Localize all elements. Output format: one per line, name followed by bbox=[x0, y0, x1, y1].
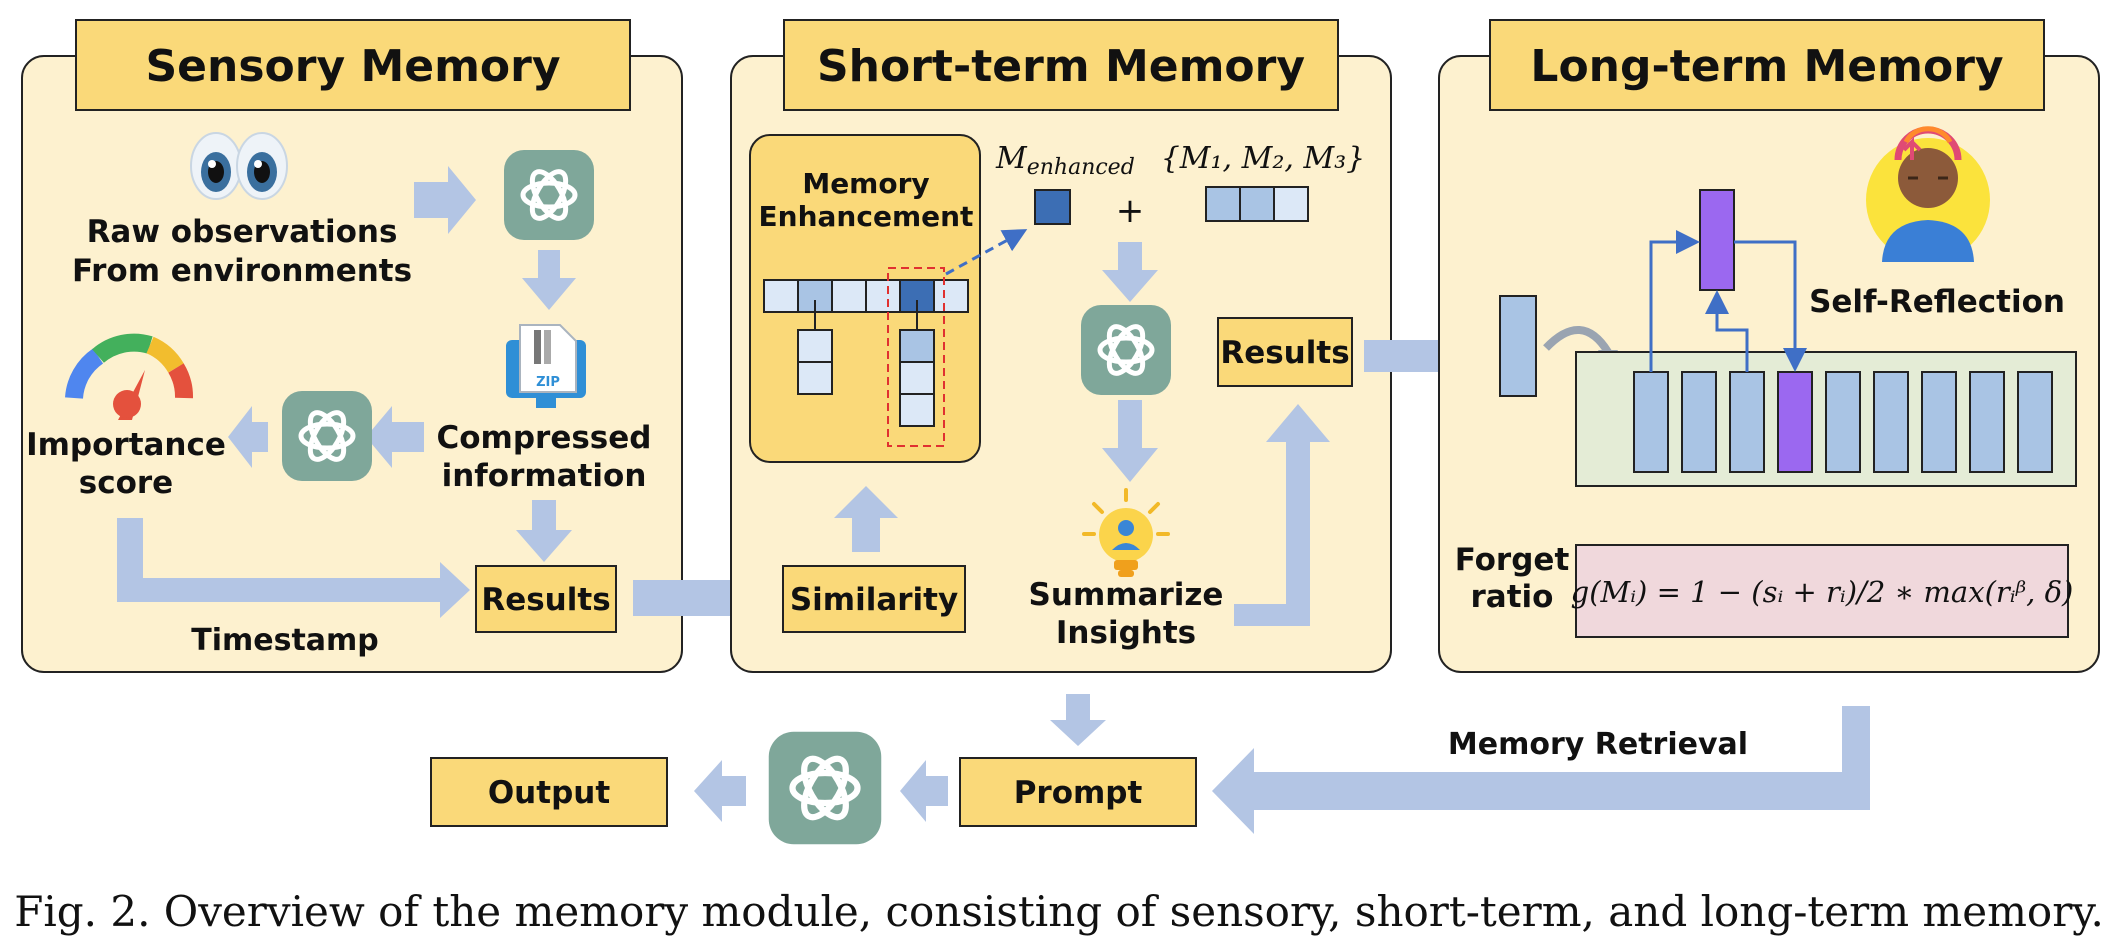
reflection-arrows bbox=[1649, 230, 1807, 372]
output-box bbox=[430, 757, 668, 827]
ratio-label: ratio bbox=[1471, 579, 1554, 615]
forget-formula-box bbox=[1575, 544, 2069, 638]
openai-icon bbox=[769, 732, 882, 845]
arrow-down-to-prompt bbox=[1050, 694, 1106, 746]
gauge-icon bbox=[65, 333, 193, 420]
similarity-label: Similarity bbox=[790, 582, 958, 618]
summarize-label: Summarize bbox=[1029, 577, 1224, 613]
arrow-left-to-gpt bbox=[366, 406, 424, 468]
arrow-down-to-results bbox=[516, 500, 572, 562]
timestamp-label: Timestamp bbox=[191, 623, 379, 658]
arrow-down-to-gpt bbox=[1102, 242, 1158, 302]
from-environments-label: From environments bbox=[72, 253, 412, 289]
arrow-insights-to-results bbox=[1234, 404, 1330, 626]
long-term-title-box bbox=[1489, 19, 2045, 111]
m-set-cells bbox=[1205, 186, 1309, 222]
svg-text:ZIP: ZIP bbox=[536, 375, 560, 390]
m-enhanced-cell bbox=[1034, 189, 1071, 225]
score-label: score bbox=[79, 465, 173, 501]
sensory-title-box bbox=[75, 19, 631, 111]
sensory-results-box bbox=[475, 565, 617, 633]
zip-file-icon: ZIP bbox=[506, 324, 586, 408]
short-term-title-box bbox=[783, 19, 1339, 111]
openai-icon bbox=[504, 150, 594, 240]
arrow-memory-retrieval bbox=[1212, 706, 1870, 834]
prompt-box bbox=[959, 757, 1197, 827]
reflected-memory-cell bbox=[1699, 189, 1735, 291]
insights-label: Insights bbox=[1056, 615, 1196, 651]
forget-label: Forget bbox=[1455, 542, 1570, 578]
lightbulb-icon bbox=[1082, 488, 1170, 577]
plus-sign: + bbox=[1116, 191, 1145, 231]
arrow-left-gpt-to-output bbox=[694, 760, 746, 822]
eyes-icon bbox=[190, 132, 288, 200]
forget-formula: g(Mᵢ) = 1 − (sᵢ + rᵢ)/2 ∗ max(rᵢᵝ, δ) bbox=[1571, 575, 2074, 609]
arrow-importance-to-results bbox=[117, 518, 470, 618]
incoming-memory-cell bbox=[1499, 295, 1537, 397]
arrow-up-to-enhancement bbox=[834, 486, 898, 552]
sensory-results-label: Results bbox=[481, 582, 610, 618]
raw-observations-label: Raw observations bbox=[87, 214, 398, 250]
arrow-down-to-zip bbox=[522, 250, 576, 310]
m-enhanced-label: Menhanced bbox=[995, 141, 1135, 180]
similarity-box bbox=[782, 565, 966, 633]
short-term-memory-panel: Short-term Memory Memory Enhancement Men… bbox=[730, 19, 1392, 673]
selected-memory-dashed-box bbox=[887, 267, 945, 447]
memory-enhancement-label-2: Enhancement bbox=[759, 200, 974, 233]
meditation-icon bbox=[1866, 126, 1990, 262]
compressed-label: Compressed bbox=[437, 420, 652, 456]
openai-icon bbox=[282, 391, 372, 481]
short-term-title: Short-term Memory bbox=[817, 41, 1305, 92]
short-term-results-box bbox=[1217, 317, 1353, 387]
arrow-left-prompt-to-gpt bbox=[900, 760, 948, 822]
long-term-title: Long-term Memory bbox=[1530, 41, 2003, 92]
self-reflection-label: Self-Reflection bbox=[1809, 284, 2065, 320]
figure-caption: Fig. 2. Overview of the memory module, c… bbox=[14, 887, 2104, 936]
m-set-label: {M₁, M₂, M₃} bbox=[1161, 141, 1366, 176]
information-label: information bbox=[442, 458, 647, 494]
arrow-left-to-gauge bbox=[228, 406, 268, 468]
output-label: Output bbox=[488, 775, 611, 811]
sensory-title: Sensory Memory bbox=[145, 41, 560, 92]
arrow-down-to-insight bbox=[1102, 400, 1158, 482]
long-term-memory-panel: Long-term Memory Self-Reflection bbox=[1438, 19, 2100, 673]
short-term-results-label: Results bbox=[1220, 335, 1349, 371]
memory-cells-row bbox=[763, 279, 969, 427]
importance-label: Importance bbox=[26, 427, 226, 463]
openai-icon bbox=[1081, 305, 1171, 395]
memory-retrieval-label: Memory Retrieval bbox=[1448, 727, 1748, 762]
long-term-cells bbox=[1633, 371, 2053, 473]
memory-enhancement-label-1: Memory bbox=[802, 167, 929, 200]
curved-insert-arrow bbox=[1543, 326, 1612, 355]
sensory-memory-panel: Sensory Memory Raw observations From env… bbox=[21, 19, 683, 673]
prompt-label: Prompt bbox=[1014, 775, 1143, 811]
arrow-to-gpt bbox=[414, 166, 476, 234]
